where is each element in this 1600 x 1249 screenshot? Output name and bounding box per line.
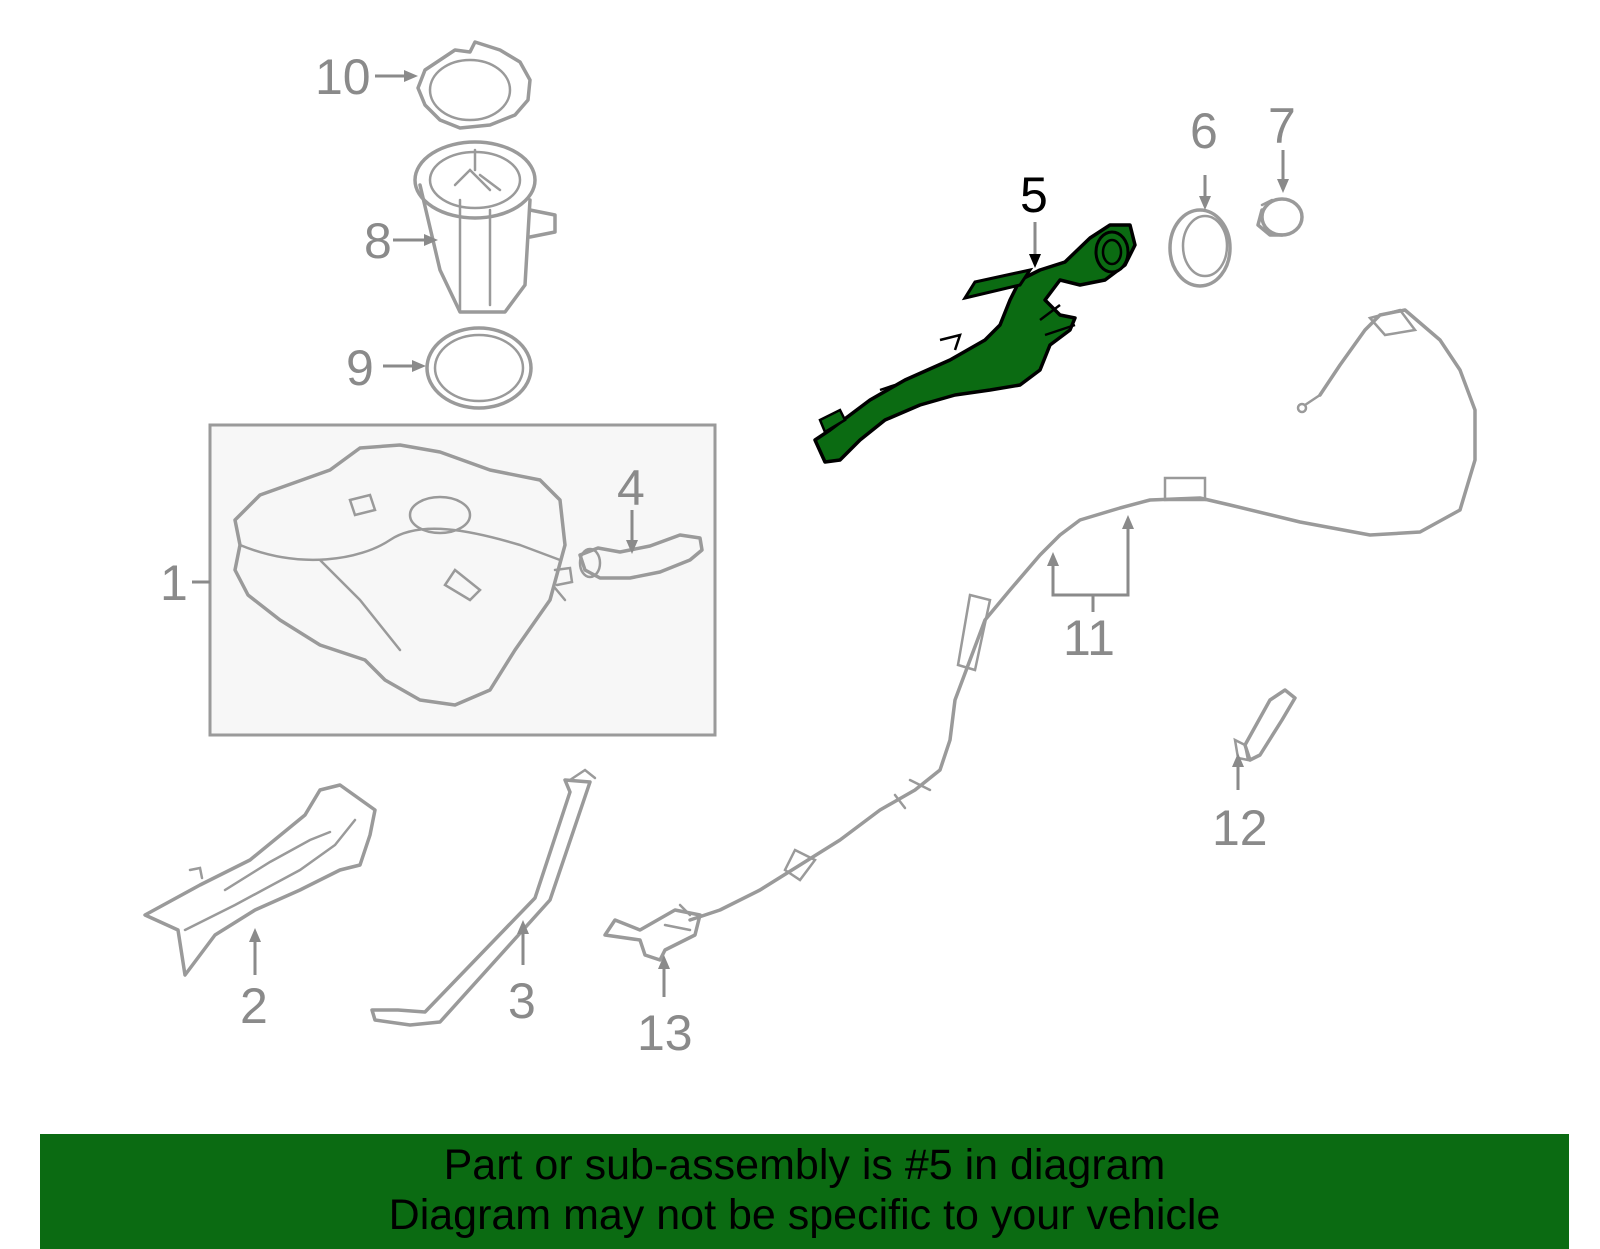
callout-13: 13 xyxy=(637,1005,693,1061)
part-12-clip[interactable] xyxy=(1233,688,1297,762)
callout-12: 12 xyxy=(1212,800,1268,856)
callout-7: 7 xyxy=(1268,98,1296,154)
leader-arrows xyxy=(192,70,1289,997)
callout-11: 11 xyxy=(1063,610,1115,666)
callout-3: 3 xyxy=(508,973,536,1029)
part-10-lock-ring[interactable] xyxy=(416,40,532,130)
callout-labels: 10 8 9 1 4 5 6 7 11 12 2 3 13 xyxy=(160,49,1296,1061)
callout-9: 9 xyxy=(346,340,374,396)
callout-8: 8 xyxy=(364,213,392,269)
callout-4: 4 xyxy=(617,460,645,516)
banner-line-disclaimer: Diagram may not be specific to your vehi… xyxy=(388,1191,1221,1239)
part-2-heat-shield[interactable] xyxy=(143,783,377,977)
banner-line-part: Part or sub-assembly is #5 in diagram xyxy=(443,1141,1166,1189)
part-3-strap[interactable] xyxy=(370,768,597,1027)
part-13-release-lever[interactable] xyxy=(603,903,702,962)
part-11-release-cable[interactable] xyxy=(688,308,1477,922)
part-7-plug[interactable] xyxy=(1256,197,1304,237)
part-9-gasket[interactable] xyxy=(425,326,533,410)
callout-2: 2 xyxy=(240,978,268,1034)
part-8-fuel-pump-module[interactable] xyxy=(413,140,557,314)
callout-10: 10 xyxy=(315,49,371,105)
part-1-fuel-tank[interactable] xyxy=(208,423,717,737)
callout-5: 5 xyxy=(1020,167,1048,223)
info-banner: Part or sub-assembly is #5 in diagram Di… xyxy=(40,1134,1569,1249)
callout-1: 1 xyxy=(160,555,188,611)
part-4-hose[interactable] xyxy=(578,533,704,580)
part-6-seal[interactable] xyxy=(1168,208,1232,288)
callout-6: 6 xyxy=(1190,103,1218,159)
part-5-filler-neck[interactable] xyxy=(813,223,1137,464)
